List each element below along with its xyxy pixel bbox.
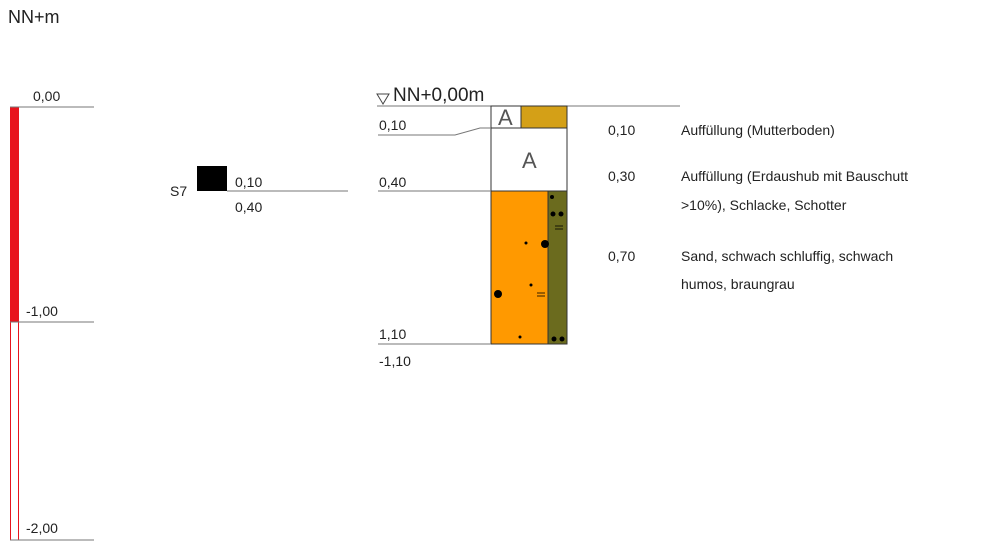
depth-label: 1,10: [379, 326, 406, 342]
layer-2-fill: [490, 127, 568, 192]
depth-label: 0,10: [379, 117, 406, 133]
sample-marker-group: S7 0,10 0,40: [170, 166, 348, 215]
layer-2-symbol: A: [522, 148, 537, 173]
scale-tick-label: -2,00: [26, 520, 58, 536]
elevation-unit-label: NN+m: [8, 7, 60, 27]
layer-descriptions: 0,10 Auffüllung (Mutterboden) 0,30 Auffü…: [608, 122, 908, 292]
scale-tick-label: -1,00: [26, 303, 58, 319]
depth-label: 0,40: [379, 174, 406, 190]
sand-pattern: [494, 195, 565, 342]
layer-thickness: 0,10: [608, 122, 635, 138]
depth-leader-1: [378, 127, 491, 136]
layer-description: Auffüllung (Erdaushub mit Bauschutt: [681, 168, 908, 184]
layer-1-fill: [520, 105, 568, 129]
datum-triangle-icon: [376, 93, 390, 105]
sample-bottom-label: 0,40: [235, 199, 262, 215]
elevation-scale: 0,00 -1,00 -2,00: [10, 88, 94, 541]
layer-description: >10%), Schlacke, Schotter: [681, 197, 847, 213]
layer-3-fill: [490, 190, 549, 345]
bottom-elevation-label: -1,10: [379, 353, 411, 369]
datum-label: NN+0,00m: [393, 85, 484, 106]
layer-thickness: 0,70: [608, 248, 635, 264]
sample-id-label: S7: [170, 183, 187, 199]
sample-marker: [197, 166, 227, 191]
layer-thickness: 0,30: [608, 168, 635, 184]
sample-top-label: 0,10: [235, 174, 262, 190]
layer-description: Sand, schwach schluffig, schwach: [681, 248, 893, 264]
scale-filled-bar: [10, 107, 19, 322]
layer-description: Auffüllung (Mutterboden): [681, 122, 835, 138]
scale-empty-bar: [10, 321, 19, 541]
borehole-column: NN+0,00m A A: [376, 85, 680, 369]
layer-description: humos, braungrau: [681, 276, 795, 292]
layer-1-symbol: A: [498, 105, 513, 130]
scale-tick-label: 0,00: [33, 88, 60, 104]
